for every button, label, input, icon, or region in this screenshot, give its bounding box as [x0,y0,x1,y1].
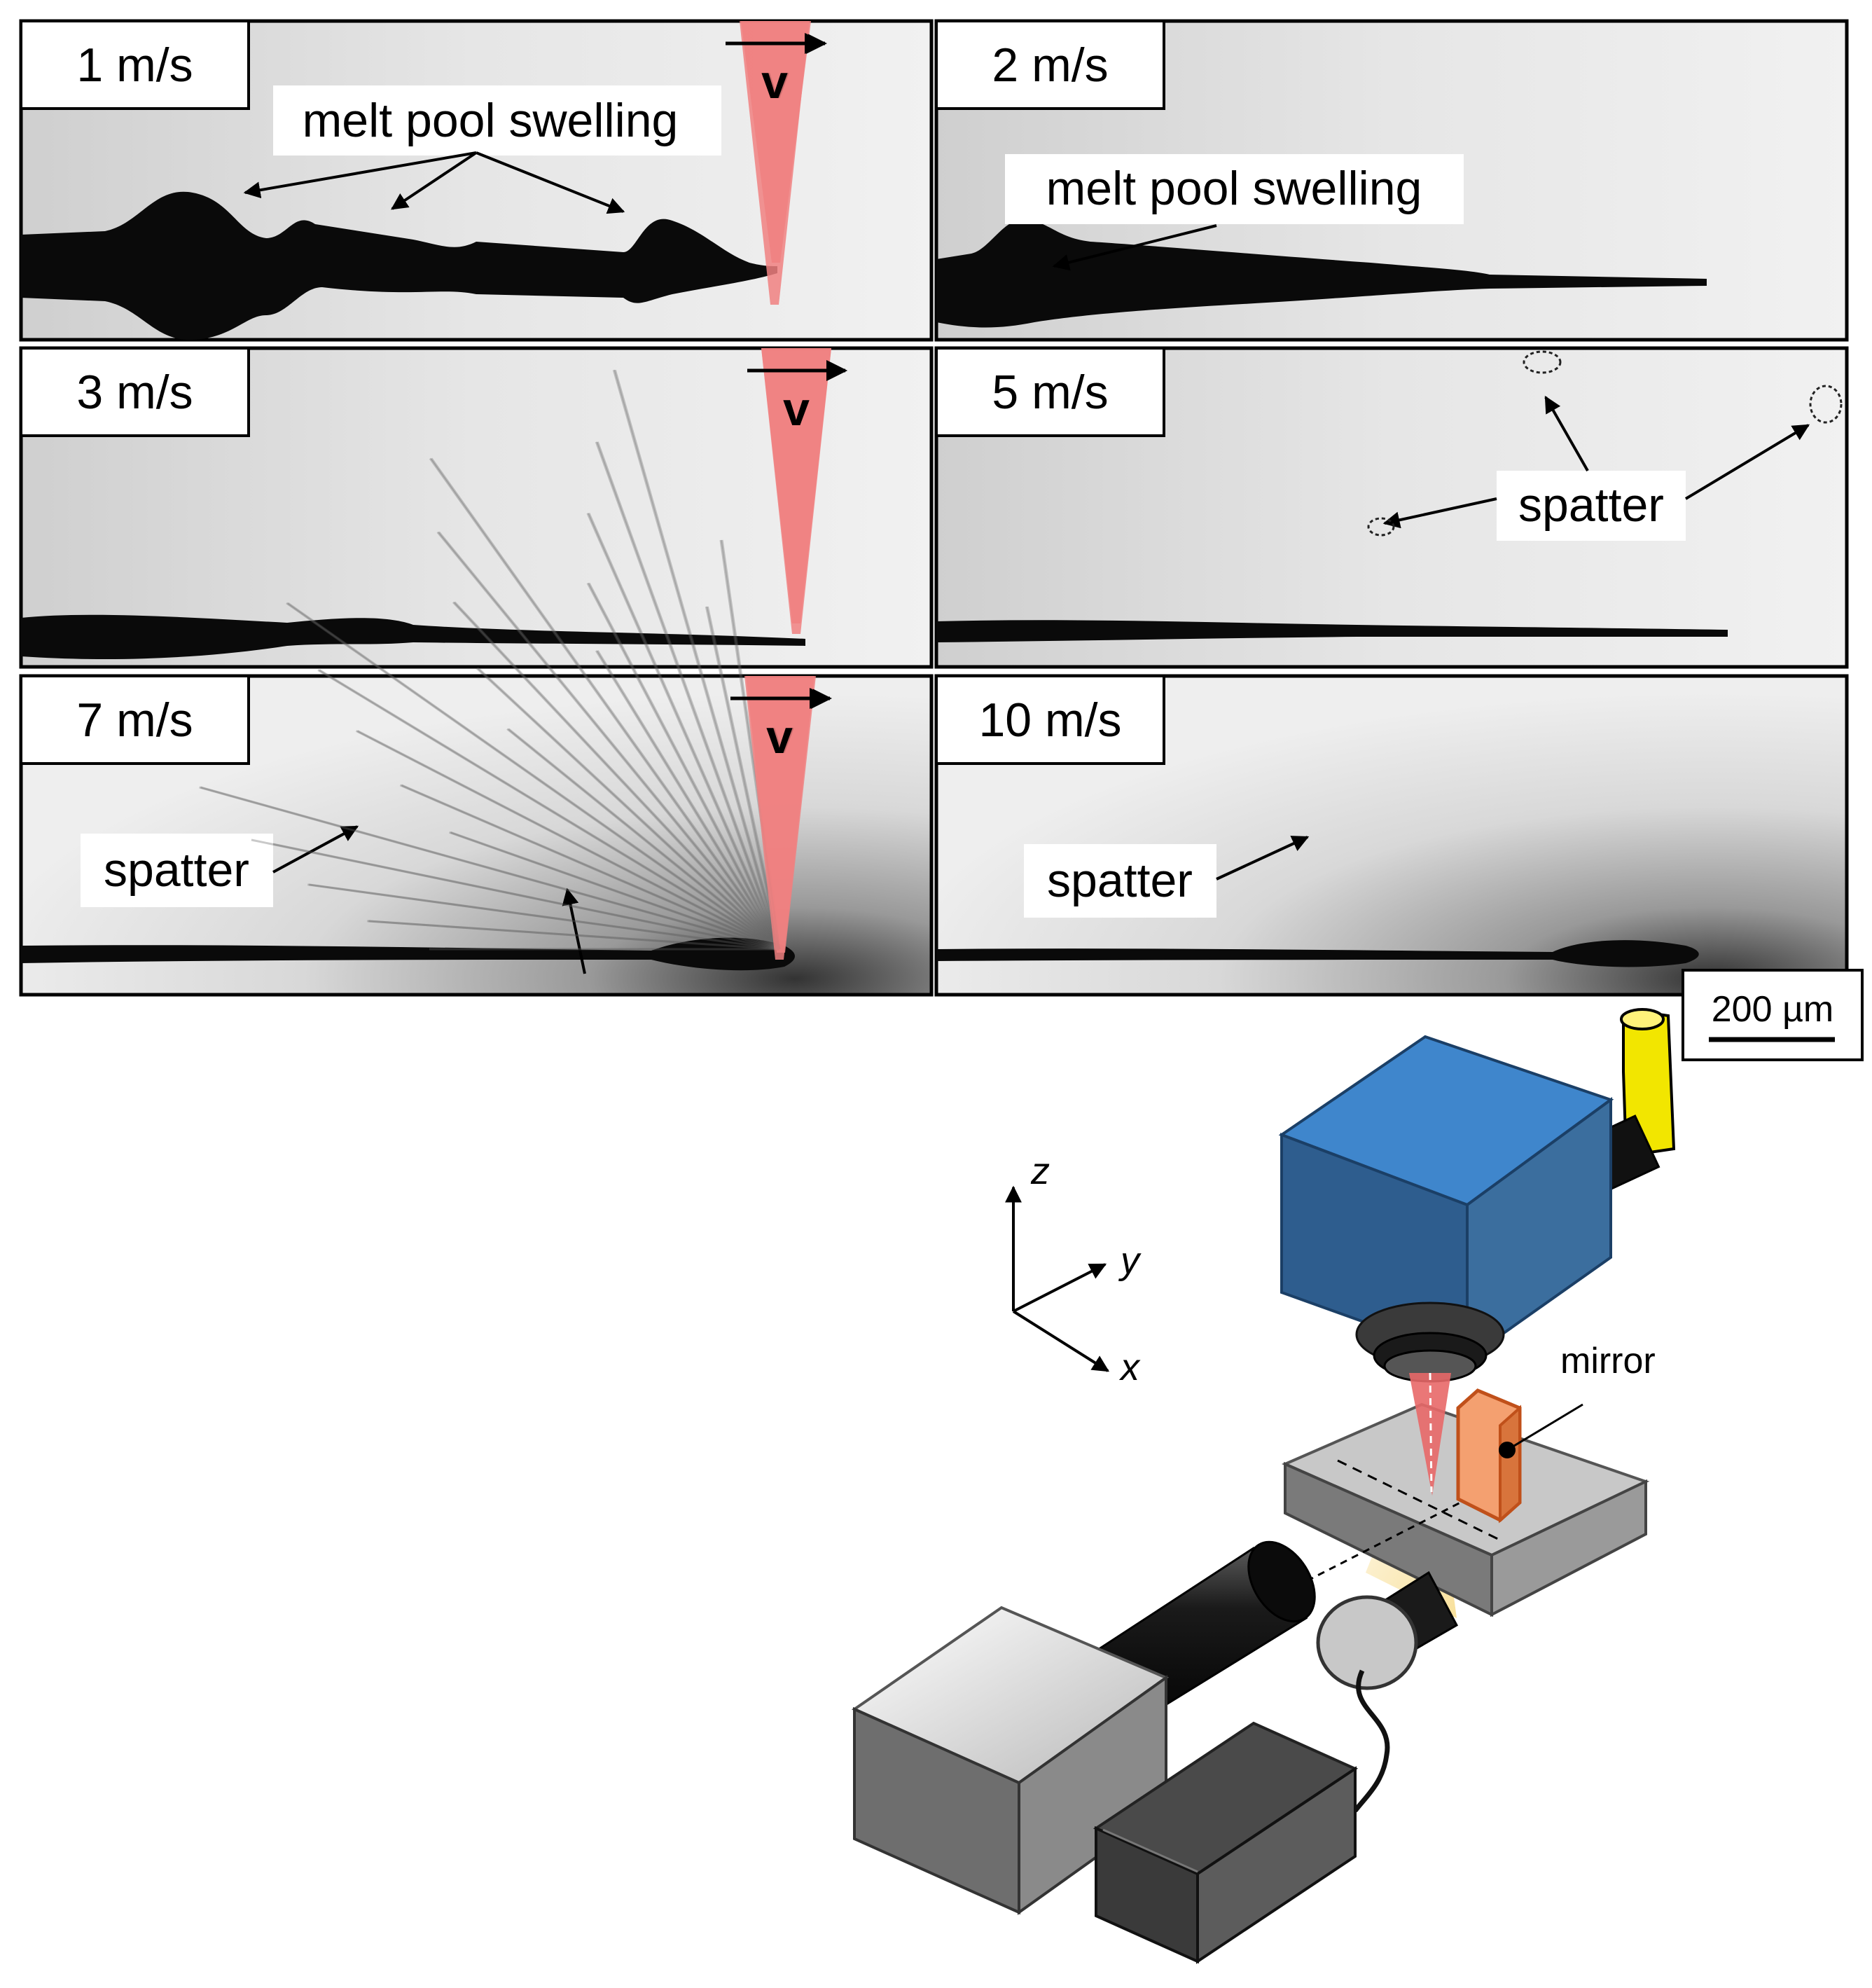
x-axis-arrow [1012,1310,1110,1372]
lamp-power-unit [1093,1721,1359,1964]
micrograph-panel: v 2 m/s melt pool swelling [726,19,1849,342]
spatter-marker [1523,350,1562,374]
velocity-symbol: v [783,382,810,436]
z-axis-label: z [1030,1150,1050,1192]
y-axis-label: y [1118,1240,1142,1282]
laser-beam [761,348,831,634]
laser-beam [740,21,810,305]
speed-label: 10 m/s [978,693,1121,747]
annotation-arrow [562,888,586,974]
melt-track [936,620,1728,642]
annotation-arrow [1684,424,1810,500]
coordinate-axes [1005,1185,1110,1372]
micrograph-panel: v 5 m/s spatter [747,346,1849,669]
annotation-label: melt pool swelling [1046,162,1422,215]
setup-schematic: z y x [851,1008,1676,1964]
x-axis-label: x [1118,1346,1141,1388]
annotation-arrow [1382,497,1497,529]
speed-label: 2 m/s [992,39,1108,92]
speed-label: 3 m/s [76,366,193,419]
laser-beam [744,676,814,960]
annotation-arrow [272,825,359,874]
micrograph-panel: v 10 m/s spatter [199,369,1849,997]
mirror [1456,1388,1522,1524]
scan-track-line [1337,1459,1503,1542]
annotation-arrow [243,151,477,199]
panel-grid: v 1 m/s melt pool swelling v 2 m/s melt pool … [19,19,1849,997]
velocity-symbol: v [761,55,788,109]
annotation-label: spatter [1518,478,1664,532]
annotation-arrow [391,151,478,210]
melt-track [21,191,777,340]
annotation-arrow [476,151,625,214]
annotation-arrow [1544,395,1589,471]
mirror-label: mirror [1560,1341,1656,1381]
melt-track [21,614,805,660]
melt-track [21,937,795,971]
annotation-label: melt pool swelling [303,94,679,147]
speed-label: 1 m/s [76,39,193,92]
annotation-label: spatter [104,843,249,897]
scale-bar-label: 200 µm [1712,989,1833,1030]
annotation-label: spatter [1047,854,1193,907]
illumination-lamp [1316,1571,1459,1813]
speed-label: 7 m/s [76,693,193,747]
spatter-marker [1809,385,1843,424]
mirror-leader-line [1506,1403,1583,1451]
speed-label: 5 m/s [992,366,1108,419]
y-axis-arrow [1013,1263,1107,1313]
annotation-arrow [1216,836,1310,881]
velocity-symbol: v [766,710,793,764]
annotation-arrow [1052,224,1217,271]
laser-beam [1409,1373,1451,1496]
melt-track [936,940,1699,967]
laser-head [1278,1035,1614,1383]
scale-bar: 200 µm [1682,969,1864,1061]
camera-axis-line [1295,1498,1468,1588]
spatter-marker [1367,517,1395,537]
